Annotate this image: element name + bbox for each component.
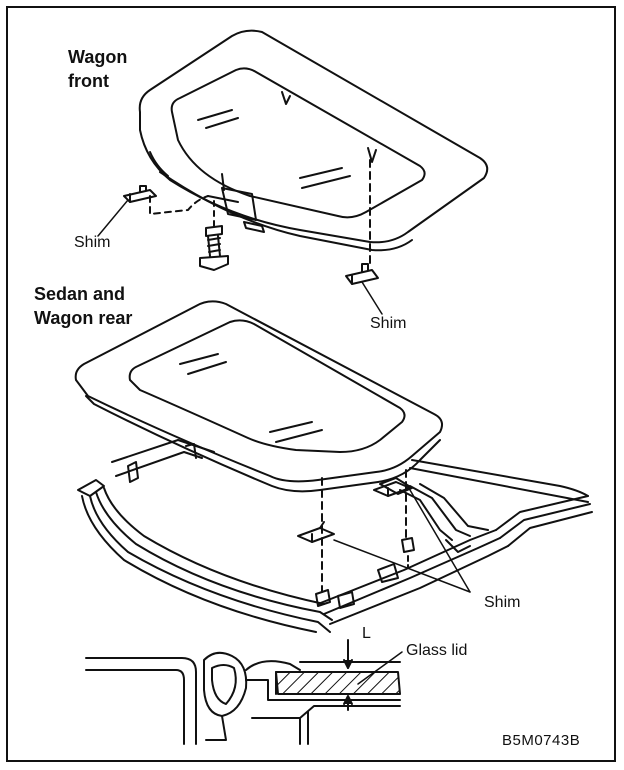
wagon-front-label-line1: Wagon xyxy=(68,47,128,67)
glass-lid-cross-section xyxy=(85,639,403,745)
wagon-front-glass-lid xyxy=(138,29,489,252)
dimension-l-label: L xyxy=(362,625,371,642)
shim-leader-lines xyxy=(97,199,471,593)
shim-label-front-right: Shim xyxy=(370,315,407,332)
wagon-front-label-line2: front xyxy=(68,71,109,91)
shim-label-front-left: Shim xyxy=(74,234,111,251)
glass-lid-label: Glass lid xyxy=(406,642,468,659)
rear-shims xyxy=(297,469,411,593)
figure-frame xyxy=(6,6,616,762)
figure-code: B5M0743B xyxy=(502,732,581,749)
wagon-front-hardware xyxy=(123,159,379,285)
sedan-wagon-label-line1: Sedan and xyxy=(34,284,126,304)
roof-opening-frame xyxy=(77,439,593,633)
shim-label-rear: Shim xyxy=(484,594,521,611)
sedan-wagon-label-line2: Wagon rear xyxy=(34,308,133,328)
